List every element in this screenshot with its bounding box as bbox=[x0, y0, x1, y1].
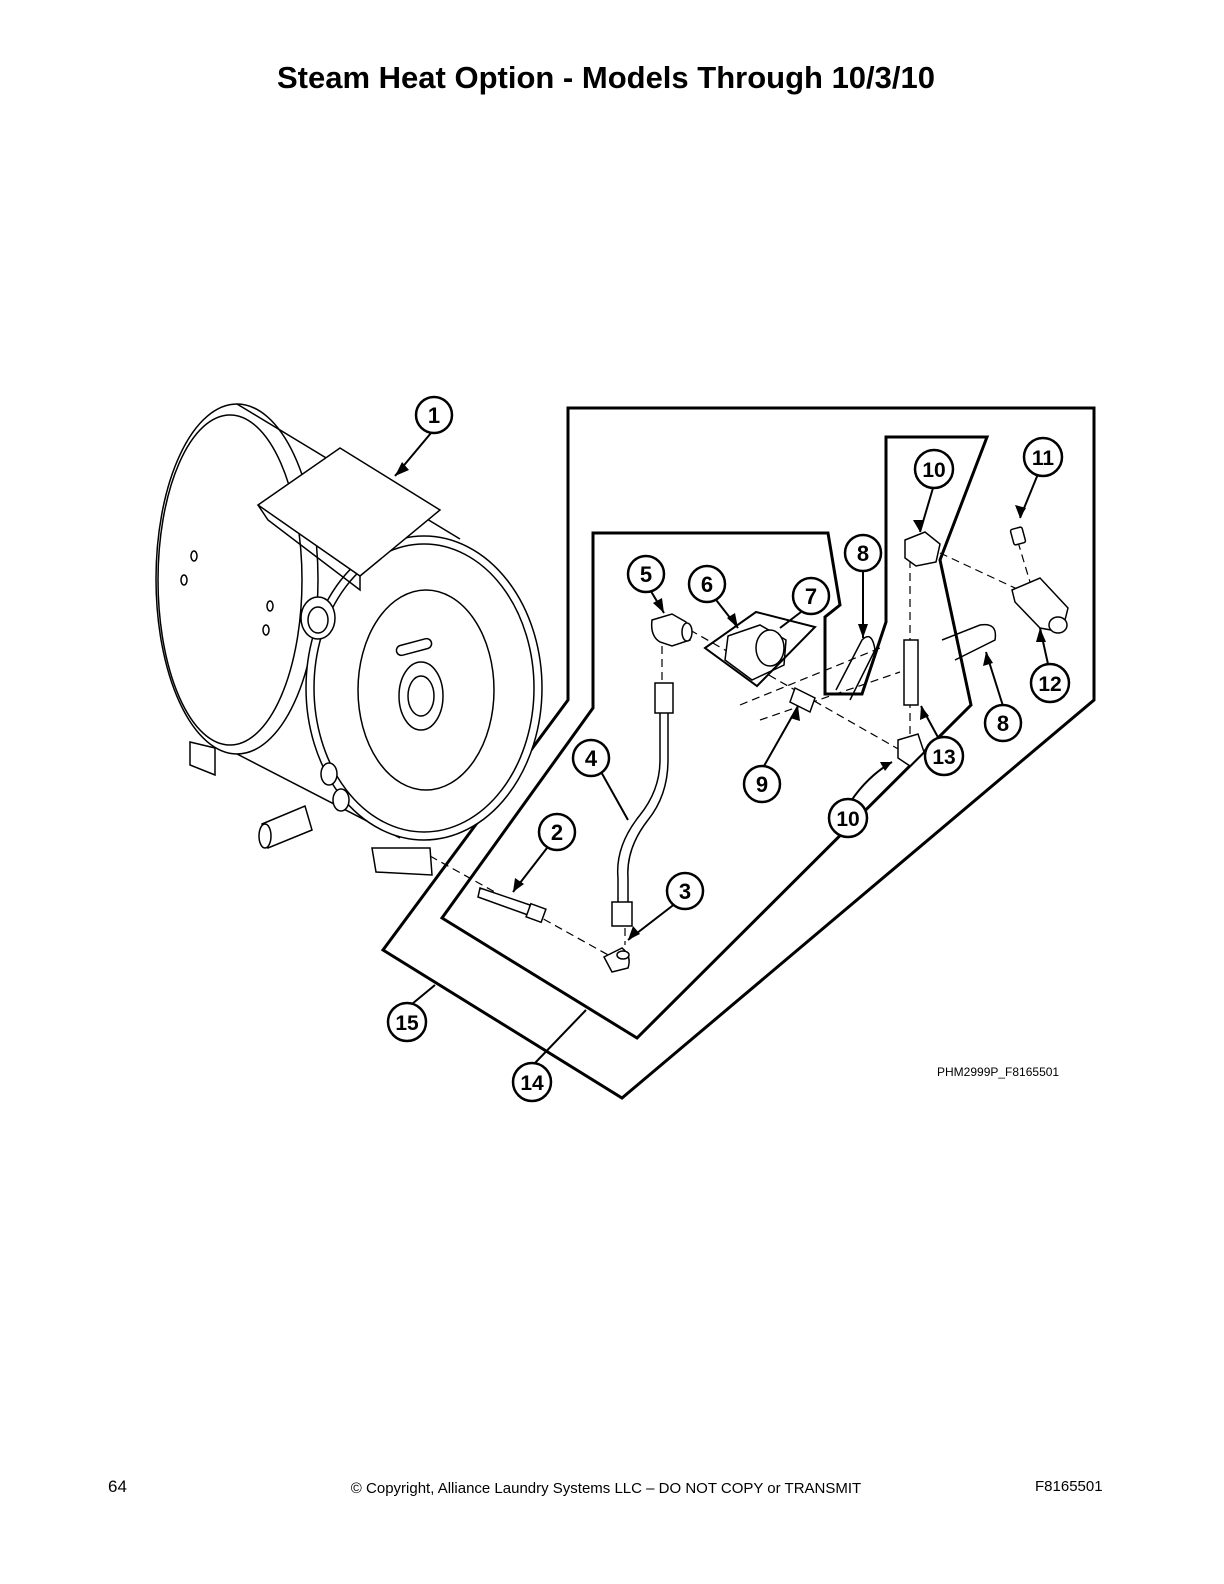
callout-9: 9 bbox=[742, 764, 782, 804]
drum-housing bbox=[155, 403, 543, 876]
svg-text:11: 11 bbox=[1032, 447, 1055, 470]
assembly-14-outline bbox=[439, 435, 990, 1040]
part-8-u-bend-left bbox=[835, 635, 876, 701]
callout-13: 13 bbox=[923, 735, 965, 777]
callout-6: 6 bbox=[687, 564, 727, 604]
document-id: F8165501 bbox=[1035, 1478, 1103, 1495]
part-5-elbow bbox=[650, 613, 693, 647]
svg-text:8: 8 bbox=[997, 711, 1009, 736]
part-3-elbow-fitting bbox=[602, 947, 630, 973]
part-9-nipple bbox=[789, 686, 816, 714]
svg-text:2: 2 bbox=[551, 820, 563, 845]
callout-14: 14 bbox=[511, 1061, 553, 1103]
svg-text:14: 14 bbox=[520, 1072, 544, 1095]
svg-text:5: 5 bbox=[640, 562, 652, 587]
assembly-15-outline bbox=[380, 406, 1096, 1100]
svg-text:1: 1 bbox=[428, 403, 440, 428]
page-number: 64 bbox=[108, 1477, 127, 1496]
svg-text:6: 6 bbox=[701, 572, 713, 597]
callout-4: 4 bbox=[571, 738, 611, 778]
page-title: Steam Heat Option - Models Through 10/3/… bbox=[277, 60, 935, 95]
callout-5: 5 bbox=[626, 554, 666, 594]
part-4-tube bbox=[611, 682, 674, 927]
copyright-notice: © Copyright, Alliance Laundry Systems LL… bbox=[350, 1480, 862, 1497]
svg-text:10: 10 bbox=[836, 808, 859, 831]
callout-10-lower: 10 bbox=[827, 797, 869, 839]
callout-10-upper: 10 bbox=[913, 448, 955, 490]
svg-text:13: 13 bbox=[932, 746, 955, 769]
callout-8-right: 8 bbox=[983, 703, 1023, 743]
callout-12: 12 bbox=[1029, 662, 1071, 704]
svg-text:3: 3 bbox=[679, 879, 691, 904]
illustration-code: PHM2999P_F8165501 bbox=[937, 1065, 1060, 1079]
part-8-u-bend-right bbox=[941, 623, 997, 661]
svg-text:8: 8 bbox=[857, 541, 869, 566]
callout-1: 1 bbox=[414, 395, 454, 435]
callout-2: 2 bbox=[537, 812, 577, 852]
callout-15: 15 bbox=[386, 1001, 428, 1043]
part-10-elbow-lower bbox=[897, 733, 925, 767]
part-7-valve-outline bbox=[703, 610, 817, 688]
svg-text:12: 12 bbox=[1038, 673, 1061, 696]
callout-3: 3 bbox=[665, 871, 705, 911]
svg-text:9: 9 bbox=[756, 772, 768, 797]
part-13-nipple bbox=[903, 639, 919, 706]
callout-11: 11 bbox=[1022, 436, 1064, 478]
part-10-elbow-upper bbox=[904, 531, 941, 567]
part-11-plug bbox=[1009, 526, 1027, 546]
callout-8-left: 8 bbox=[843, 533, 883, 573]
part-2-probe bbox=[477, 887, 547, 924]
callout-7: 7 bbox=[791, 576, 831, 616]
svg-text:15: 15 bbox=[395, 1012, 419, 1035]
svg-text:4: 4 bbox=[585, 746, 598, 771]
svg-text:7: 7 bbox=[805, 584, 817, 609]
part-6-valve bbox=[724, 624, 787, 681]
svg-text:10: 10 bbox=[922, 459, 945, 482]
part-12-strainer bbox=[1011, 577, 1069, 634]
callout-arrowheads bbox=[395, 462, 1046, 940]
